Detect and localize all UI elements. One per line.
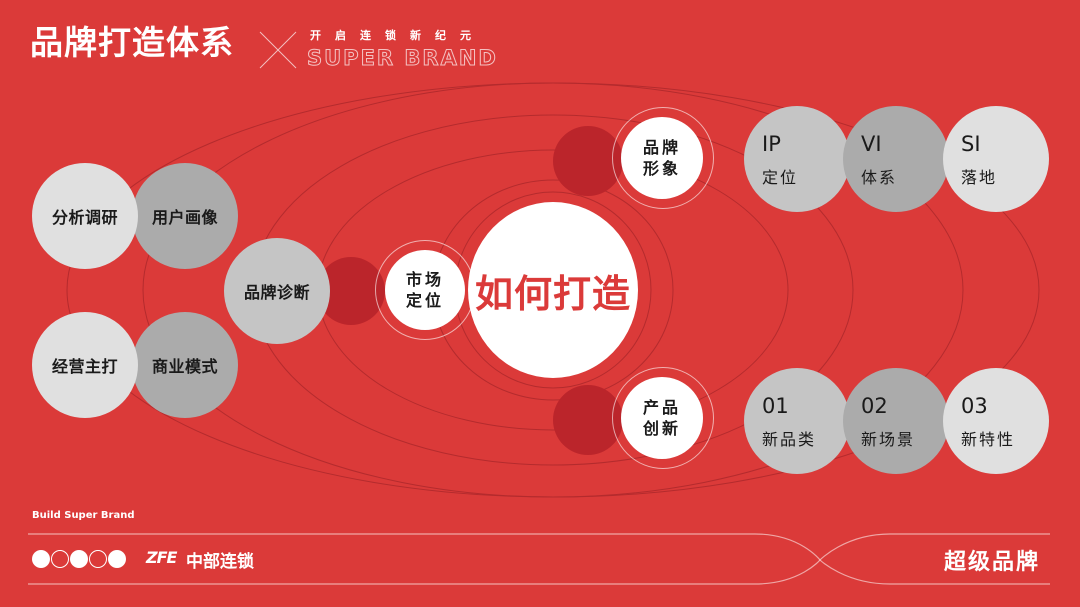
subtitle-chinese: 开启连锁新纪元 <box>310 29 485 42</box>
subtitle-english: SUPER BRAND <box>307 46 498 71</box>
logo-text-cn: 中部连锁 <box>186 552 254 572</box>
cross-icon <box>259 31 297 69</box>
footer-super-brand: 超级品牌 <box>944 550 1041 575</box>
node-research: 分析调研 <box>32 163 138 269</box>
node-brand-image: 品牌 形象 <box>621 117 703 199</box>
product-innovation-connector <box>553 385 623 455</box>
product-innovation-ring <box>612 367 714 469</box>
node-product-innovation: 产品 创新 <box>621 377 703 459</box>
page-title: 品牌打造体系 <box>30 23 234 62</box>
brand-logo-circles-icon <box>32 550 126 568</box>
card-si-landing: SI 落地 <box>943 106 1049 212</box>
footer-tagline: Build Super Brand <box>32 510 135 521</box>
brand-image-connector <box>553 126 623 196</box>
node-user-persona: 用户画像 <box>132 163 238 269</box>
node-market-positioning: 市场 定位 <box>385 250 465 330</box>
node-business-model: 商业模式 <box>132 312 238 418</box>
brand-image-ring <box>612 107 714 209</box>
card-new-category: 01 新品类 <box>744 368 850 474</box>
node-brand-diagnosis: 品牌诊断 <box>224 238 330 344</box>
card-vi-system: VI 体系 <box>843 106 949 212</box>
card-new-scene: 02 新场景 <box>843 368 949 474</box>
logo-text-en: ZFE <box>146 548 177 567</box>
node-main-operation: 经营主打 <box>32 312 138 418</box>
card-new-feature: 03 新特性 <box>943 368 1049 474</box>
node-center-how-to-build: 如何打造 <box>468 202 638 378</box>
card-ip-positioning: IP 定位 <box>744 106 850 212</box>
